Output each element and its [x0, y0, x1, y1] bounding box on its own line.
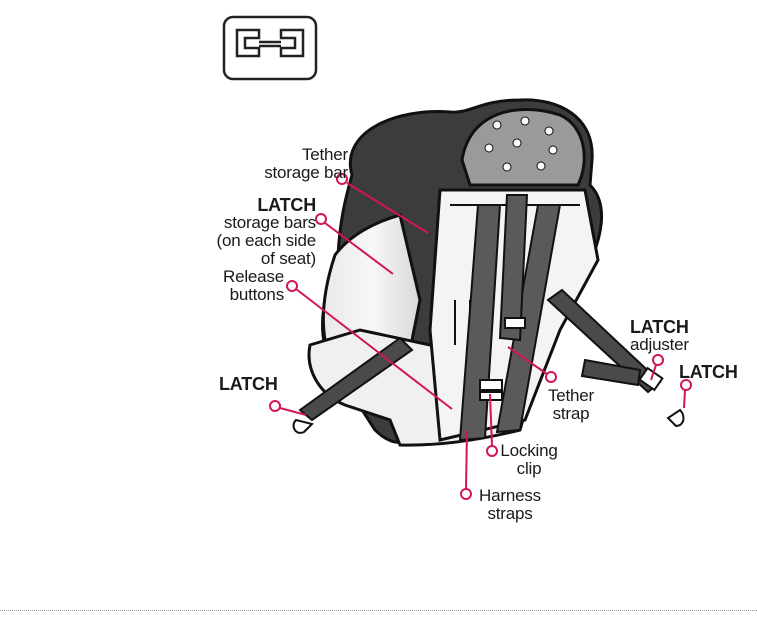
- label-latch-right: LATCH: [679, 363, 738, 381]
- page-divider: [0, 610, 757, 611]
- label-release-buttons: Release buttons: [210, 268, 284, 304]
- label-harness-straps: Harness straps: [474, 487, 546, 523]
- latch-hook-right: [668, 410, 683, 426]
- label-tether-strap: Tether strap: [540, 387, 602, 423]
- label-tether-storage-bar: Tether storage bar: [238, 146, 348, 182]
- latch-connector-icon: [224, 17, 316, 79]
- label-locking-clip: Locking clip: [496, 442, 562, 478]
- latch-hook-left: [294, 420, 312, 433]
- label-latch-storage-bars: LATCH storage bars (on each side of seat…: [208, 196, 316, 268]
- label-latch-adjuster: LATCH adjuster: [630, 318, 689, 354]
- car-seat-illustration: [294, 100, 684, 445]
- label-latch-left: LATCH: [219, 375, 278, 393]
